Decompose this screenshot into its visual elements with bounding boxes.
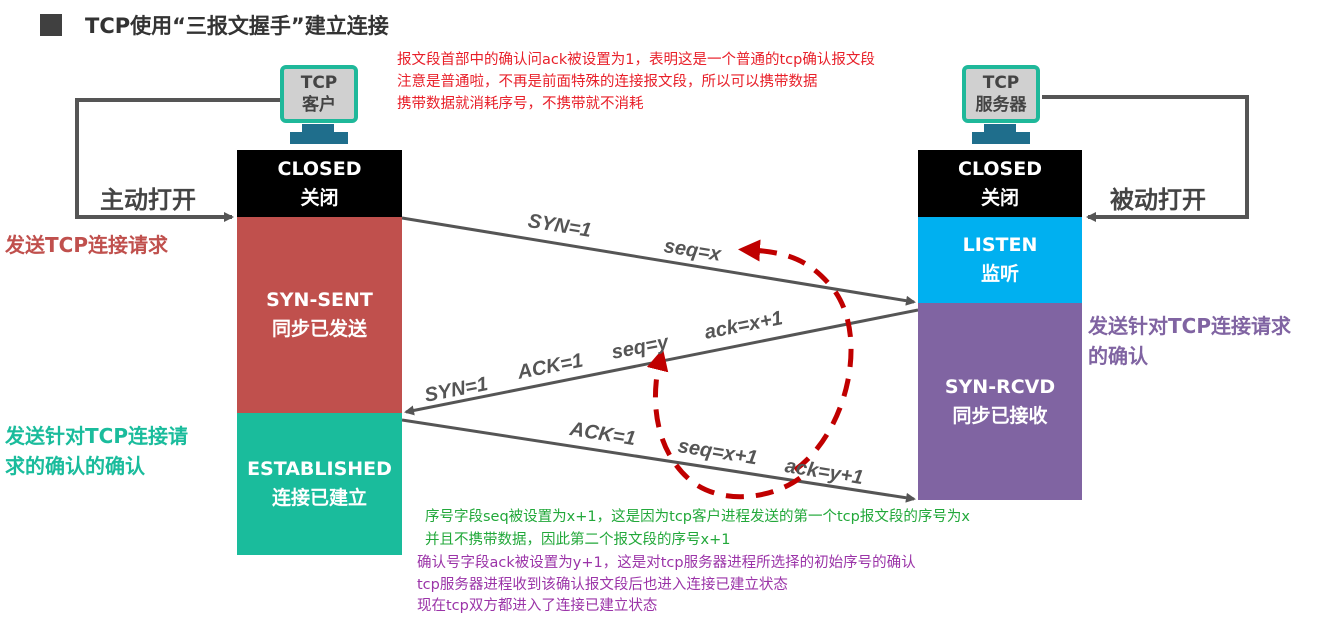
note-line: 携带数据就消耗序号，不携带就不消耗: [397, 96, 644, 112]
server-monitor-label: TCP: [982, 73, 1020, 93]
ack-ack-label-2: 求的确认的确认: [5, 454, 145, 478]
page-title: TCP使用“三报文握手”建立连接: [85, 14, 389, 38]
note-line: 注意是普通啦，不再是前面特殊的连接报文段，所以可以携带数据: [397, 74, 818, 90]
passive-open-label: 被动打开: [1110, 186, 1206, 214]
ack-ack-label-1: 发送针对TCP连接请: [5, 424, 188, 448]
purple-note: 确认号字段ack被设置为y+1，这是对tcp服务器进程所选择的初始序号的确认 t…: [417, 553, 916, 618]
state-label: ESTABLISHED: [247, 458, 392, 480]
client-open-loop: [75, 98, 280, 222]
server-monitor-label-cn: 服务器: [975, 95, 1027, 115]
state-label: SYN-SENT: [266, 289, 373, 311]
state-label-cn: 关闭: [980, 186, 1019, 209]
send-request-label: 发送TCP连接请求: [5, 233, 168, 257]
title-bullet: [40, 14, 62, 36]
green-note: 序号字段seq被设置为x+1，这是因为tcp客户进程发送的第一个tcp报文段的序…: [425, 506, 970, 552]
server-monitor-neck: [984, 124, 1016, 133]
state-label-cn: 同步已发送: [271, 318, 367, 340]
state-label-cn: 关闭: [300, 186, 339, 209]
state-label: SYN-RCVD: [944, 375, 1056, 398]
client-monitor-neck: [302, 124, 334, 133]
note-line: tcp服务器进程收到该确认报文段后也进入连接已建立状态: [417, 576, 788, 593]
server-monitor-base: [972, 132, 1030, 144]
note-line: 并且不携带数据，因此第二个报文段的序号x+1: [425, 532, 731, 548]
dashed-arc-bottom: [646, 348, 802, 500]
ack-arrow: [401, 418, 916, 503]
state-label-cn: 连接已建立: [271, 487, 367, 509]
state-label: CLOSED: [277, 157, 362, 180]
state-label: LISTEN: [962, 234, 1038, 256]
client-monitor-label: TCP: [300, 73, 338, 93]
note-line: 确认号字段ack被设置为y+1，这是对tcp服务器进程所选择的初始序号的确认: [417, 555, 916, 571]
state-label-cn: 同步已接收: [952, 404, 1048, 427]
state-label-cn: 监听: [980, 263, 1019, 285]
server-ack-label-1: 发送针对TCP连接请求: [1088, 314, 1291, 338]
dashed-arc-top: [738, 239, 854, 473]
client-monitor-base: [290, 132, 348, 144]
note-line: 报文段首部中的确认问ack被设置为1，表明这是一个普通的tcp确认报文段: [397, 52, 875, 68]
state-label: CLOSED: [958, 157, 1042, 180]
server-state-closed: CLOSED 关闭: [918, 150, 1082, 217]
client-state-closed: CLOSED 关闭: [237, 150, 402, 217]
client-monitor-label-cn: 客户: [302, 95, 336, 115]
server-state-listen: LISTEN 监听: [918, 217, 1082, 303]
syn-arrow: [401, 216, 916, 306]
note-line: 序号字段seq被设置为x+1，这是因为tcp客户进程发送的第一个tcp报文段的序…: [425, 509, 970, 525]
client-state-syn-sent: SYN-SENT 同步已发送: [237, 217, 402, 413]
note-line: 现在tcp双方都进入了连接已建立状态: [417, 598, 658, 614]
active-open-label: 主动打开: [100, 186, 196, 214]
server-ack-label-2: 的确认: [1088, 344, 1148, 368]
server-state-syn-rcvd: SYN-RCVD 同步已接收: [918, 303, 1082, 500]
client-state-established: ESTABLISHED 连接已建立: [237, 413, 402, 555]
top-note: 报文段首部中的确认问ack被设置为1，表明这是一个普通的tcp确认报文段 注意是…: [397, 49, 875, 115]
server-open-loop: [1042, 95, 1249, 222]
